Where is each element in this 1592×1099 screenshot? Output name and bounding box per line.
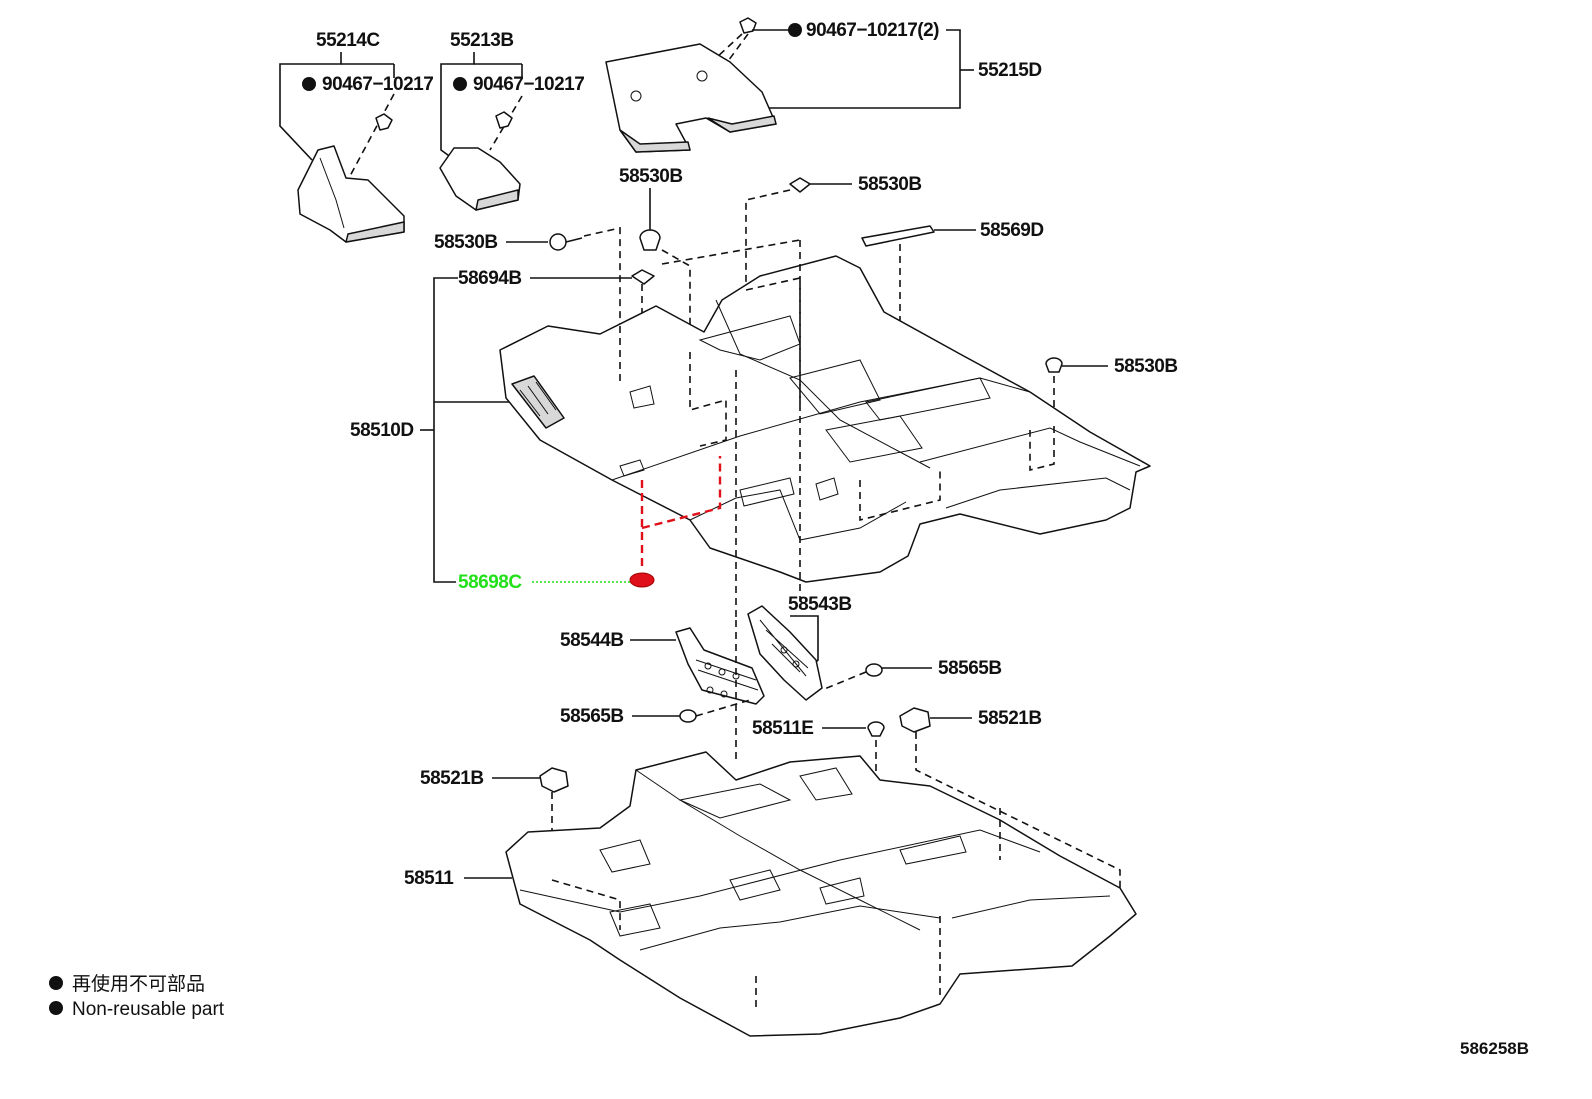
non-reusable-dot bbox=[302, 77, 316, 91]
part-58569D-group[interactable]: 58569D bbox=[861, 220, 1044, 400]
clip-58530B-c[interactable] bbox=[549, 233, 567, 251]
clip-58521B-right-group[interactable]: 58521B bbox=[899, 707, 1121, 916]
part-58510D-group[interactable]: 58510D bbox=[350, 239, 1151, 620]
floor-carpet-58510D[interactable] bbox=[499, 255, 1151, 583]
label-90467-c[interactable]: 90467−10217(2) bbox=[806, 20, 940, 41]
label-58543B[interactable]: 58543B bbox=[788, 594, 852, 615]
non-reusable-dot bbox=[453, 77, 467, 91]
non-reusable-dot bbox=[788, 23, 802, 37]
clip-58511E[interactable] bbox=[867, 721, 885, 737]
label-58521B-b[interactable]: 58521B bbox=[978, 708, 1042, 729]
legend-dot-2 bbox=[49, 1001, 63, 1015]
heel-pad bbox=[511, 375, 565, 429]
label-90467-a[interactable]: 90467−10217 bbox=[322, 74, 434, 95]
diagram-code: 586258B bbox=[1460, 1039, 1529, 1058]
part-58698C-group[interactable]: 58698C bbox=[458, 456, 722, 593]
part-58543B-group[interactable]: 58543B bbox=[747, 594, 852, 701]
label-58510D[interactable]: 58510D bbox=[350, 420, 414, 441]
label-58694B[interactable]: 58694B bbox=[458, 268, 522, 289]
floor-silencer-58511[interactable] bbox=[505, 751, 1137, 1037]
label-58565B-a[interactable]: 58565B bbox=[560, 706, 624, 727]
clip-58530B-left-group[interactable]: 58530B bbox=[434, 227, 621, 326]
clip-58565B-right-group[interactable]: 58565B bbox=[821, 658, 1002, 691]
label-55214C[interactable]: 55214C bbox=[316, 30, 381, 51]
clip-58530B-d[interactable] bbox=[1045, 357, 1063, 373]
clip-58521B-b[interactable] bbox=[899, 707, 931, 733]
part-58544B[interactable] bbox=[675, 627, 765, 705]
clip-58530B-b[interactable] bbox=[789, 177, 811, 193]
clip-58565B-a[interactable] bbox=[679, 709, 697, 723]
legend-line-1: 再使用不可部品 bbox=[72, 973, 205, 995]
part-58544B-group[interactable]: 58544B bbox=[560, 627, 765, 705]
label-58698C[interactable]: 58698C bbox=[458, 572, 523, 593]
clip-58565B-b[interactable] bbox=[865, 663, 883, 677]
hotspot-58698C-box bbox=[641, 456, 722, 530]
label-58530B-b[interactable]: 58530B bbox=[858, 174, 922, 195]
clip-90467-b[interactable] bbox=[495, 111, 513, 129]
clip-58565B-left-group[interactable]: 58565B bbox=[560, 699, 751, 727]
part-58569D[interactable] bbox=[861, 225, 935, 247]
part-58694B[interactable] bbox=[631, 269, 655, 285]
label-90467-b[interactable]: 90467−10217 bbox=[473, 74, 585, 95]
label-58530B-d[interactable]: 58530B bbox=[1114, 356, 1178, 377]
clip-58521B-a[interactable] bbox=[539, 767, 569, 793]
label-58530B-c[interactable]: 58530B bbox=[434, 232, 498, 253]
label-58511[interactable]: 58511 bbox=[404, 868, 455, 889]
part-55213B-group[interactable]: 55213B 90467−10217 bbox=[439, 30, 585, 211]
label-58544B[interactable]: 58544B bbox=[560, 630, 624, 651]
clip-58530B-top-group[interactable]: 58530B bbox=[619, 166, 691, 352]
clip-58530B-right-group[interactable]: 58530B bbox=[745, 174, 922, 290]
label-58511E[interactable]: 58511E bbox=[752, 718, 814, 739]
clip-58521B-left-group[interactable]: 58521B bbox=[420, 767, 569, 880]
label-58521B-a[interactable]: 58521B bbox=[420, 768, 484, 789]
part-58511-group[interactable]: 58511 bbox=[404, 620, 1137, 1037]
part-55215D-group[interactable]: 90467−10217(2) 55215D bbox=[605, 17, 1042, 153]
label-58569D[interactable]: 58569D bbox=[980, 220, 1044, 241]
part-58698C-hotspot[interactable] bbox=[629, 572, 655, 588]
label-55215D[interactable]: 55215D bbox=[978, 60, 1042, 81]
label-55213B[interactable]: 55213B bbox=[450, 30, 514, 51]
legend-line-2: Non-reusable part bbox=[72, 999, 225, 1020]
legend-dot-1 bbox=[49, 976, 63, 990]
clip-58530B-a[interactable] bbox=[639, 229, 661, 251]
clip-90467-a[interactable] bbox=[375, 113, 393, 131]
label-58565B-b[interactable]: 58565B bbox=[938, 658, 1002, 679]
label-58530B-a[interactable]: 58530B bbox=[619, 166, 683, 187]
part-55214C-group[interactable]: 55214C 90467−10217 bbox=[279, 30, 434, 243]
legend: 再使用不可部品 Non-reusable part bbox=[49, 973, 225, 1020]
